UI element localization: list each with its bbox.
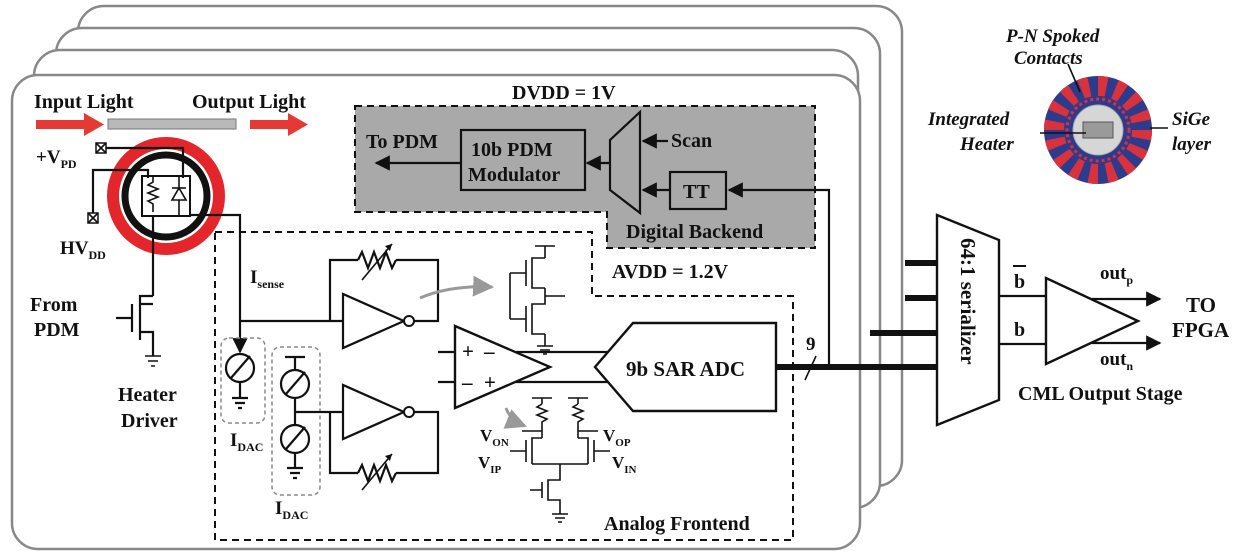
output-light-label: Output Light bbox=[192, 91, 306, 113]
amp-minus-bot: – bbox=[461, 370, 473, 394]
amp-plus-top: + bbox=[462, 339, 474, 363]
diff-pair-schematic bbox=[510, 397, 610, 523]
pn-contacts-pointer bbox=[1067, 63, 1081, 93]
to-pdm-label: To PDM bbox=[366, 131, 438, 153]
pdm-mod-label-1: 10b PDM bbox=[471, 139, 553, 161]
analog-frontend-label: Analog Frontend bbox=[604, 513, 750, 535]
b-label: b bbox=[1014, 319, 1025, 341]
bus-slash bbox=[804, 355, 817, 381]
ring-resonator bbox=[107, 137, 225, 255]
to-fpga-label-2: FPGA bbox=[1172, 318, 1230, 342]
heater-driver-transistor bbox=[116, 216, 161, 367]
from-pdm-label-1: From bbox=[30, 294, 78, 316]
output-light-arrow bbox=[250, 113, 308, 136]
amp-minus-top: – bbox=[483, 339, 495, 363]
ring-spoke bbox=[1098, 75, 1109, 97]
outp-label: outp bbox=[1100, 263, 1133, 287]
sige-label-1: SiGe bbox=[1172, 109, 1211, 130]
isense-wire bbox=[190, 213, 248, 354]
vop-label: VOP bbox=[603, 426, 631, 449]
pdm-modulator-block bbox=[459, 128, 587, 192]
ring-spoke bbox=[1077, 77, 1092, 99]
vin-label: VIN bbox=[612, 453, 637, 476]
idac-label-1: IDAC bbox=[230, 430, 263, 454]
pn-contacts-label-2: Contacts bbox=[1014, 48, 1083, 69]
inverter-schematic bbox=[509, 245, 565, 355]
ring-spoke bbox=[1129, 109, 1151, 124]
scan-label: Scan bbox=[671, 130, 712, 152]
inverter-detail-arrow bbox=[419, 275, 495, 300]
sige-label-2: layer bbox=[1172, 134, 1212, 155]
ring-spoke bbox=[1087, 163, 1098, 185]
b-bar-label: b bbox=[1014, 271, 1025, 293]
ring-spoke bbox=[1043, 119, 1065, 130]
tt-feedback-wire bbox=[727, 182, 831, 367]
pn-contacts-label-1: P-N Spoked bbox=[1005, 26, 1100, 47]
vip-label: VIP bbox=[478, 453, 502, 476]
serializer-label: 64:1 serializer bbox=[956, 238, 980, 365]
sar-adc-label: 9b SAR ADC bbox=[626, 357, 745, 381]
channel-buses bbox=[870, 260, 937, 336]
ring-spoke bbox=[1104, 161, 1119, 183]
mux-block bbox=[608, 109, 642, 216]
idac-box-1 bbox=[220, 337, 266, 424]
von-label: VON bbox=[480, 426, 509, 449]
hvdd-label: HVDD bbox=[60, 238, 106, 262]
ring-spoke bbox=[1126, 143, 1148, 160]
waveguide bbox=[107, 118, 237, 130]
tt-label: TT bbox=[683, 181, 710, 203]
ring-cross-section bbox=[1043, 75, 1153, 185]
amp-plus-bot: + bbox=[484, 370, 496, 394]
ring-spoke bbox=[1068, 158, 1085, 180]
channel-stack bbox=[10, 4, 904, 551]
analog-frontend-boundary bbox=[214, 231, 794, 541]
diffpair-detail-arrow bbox=[503, 407, 527, 429]
ring-spoke bbox=[1048, 100, 1070, 117]
digital-backend-label: Digital Backend bbox=[626, 221, 763, 243]
heater-driver-label-1: Heater bbox=[118, 384, 177, 406]
dvdd-label: DVDD = 1V bbox=[512, 82, 616, 104]
cml-output-label: CML Output Stage bbox=[1018, 383, 1183, 405]
ring-spoke bbox=[1059, 85, 1080, 106]
idac-label-2: IDAC bbox=[275, 498, 308, 522]
idac-box-2 bbox=[271, 346, 321, 496]
bus-width-label: 9 bbox=[806, 334, 816, 355]
ring-spoke bbox=[1111, 80, 1128, 102]
tia-bottom bbox=[328, 383, 440, 491]
input-light-label: Input Light bbox=[34, 91, 134, 113]
vpd-label: +VPD bbox=[36, 147, 77, 171]
outn-label: outn bbox=[1100, 349, 1133, 373]
from-pdm-label-2: PDM bbox=[34, 319, 80, 341]
integrated-heater-label-2: Heater bbox=[959, 134, 1014, 155]
serializer-block bbox=[935, 213, 1001, 427]
ring-spoke bbox=[1045, 136, 1067, 151]
pdm-mod-label-2: Modulator bbox=[468, 164, 560, 186]
integrated-heater-label-1: Integrated bbox=[927, 109, 1010, 130]
ring-spoke bbox=[1122, 91, 1143, 112]
ring-spoke bbox=[1116, 154, 1137, 175]
ring-spoke bbox=[1131, 130, 1153, 141]
isense-label: Isense bbox=[250, 267, 285, 291]
preamp-comparator bbox=[453, 324, 554, 410]
avdd-label: AVDD = 1.2V bbox=[612, 261, 729, 283]
to-fpga-label-1: TO bbox=[1186, 293, 1216, 317]
ring-spoke bbox=[1053, 148, 1074, 169]
heater-driver-label-2: Driver bbox=[121, 410, 178, 432]
input-light-arrow bbox=[36, 113, 104, 136]
